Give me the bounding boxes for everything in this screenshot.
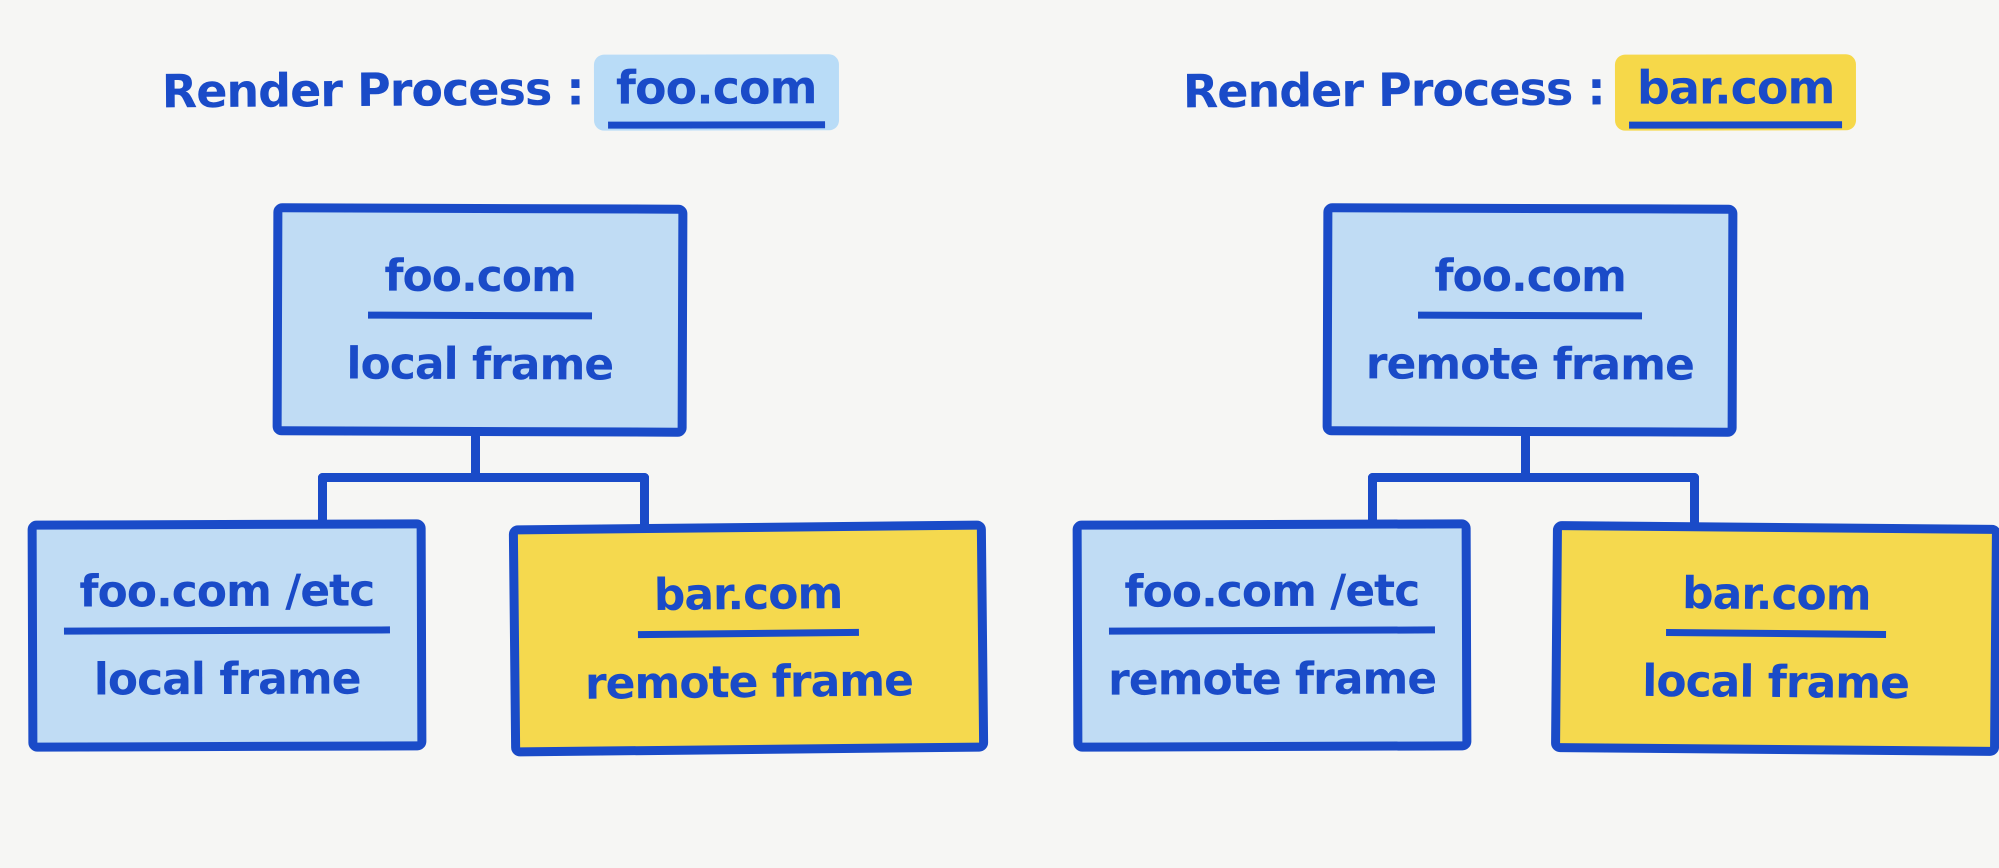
frame-type: local frame — [1642, 655, 1910, 710]
frame-node-child-remote: bar.com remote frame — [508, 520, 989, 757]
tree-connector-bar — [318, 473, 649, 482]
tree-connector-stem — [471, 432, 480, 482]
frame-type: remote frame — [1108, 653, 1437, 706]
process-title-domain: bar.com — [1628, 60, 1843, 129]
frame-domain: foo.com /etc — [1108, 565, 1436, 635]
tree-connector-drop-right — [1690, 473, 1699, 531]
frame-type: local frame — [346, 338, 614, 390]
tree-connector-stem — [1521, 432, 1530, 482]
render-process-panel-bar: Render Process : bar.com foo.com remote f… — [1040, 0, 1999, 868]
process-title: Render Process : bar.com — [1040, 53, 1999, 136]
frame-type: remote frame — [1365, 337, 1694, 391]
frame-node-child-remote: foo.com /etc remote frame — [1072, 519, 1472, 752]
frame-type: remote frame — [584, 655, 914, 710]
process-title-prefix: Render Process : — [1182, 61, 1605, 119]
frame-domain: bar.com — [1665, 568, 1887, 638]
frame-node-root: foo.com local frame — [272, 203, 688, 437]
render-process-panel-foo: Render Process : foo.com foo.com local fr… — [0, 53, 1000, 757]
frame-type: local frame — [93, 653, 361, 706]
process-title-domain-highlight: foo.com — [593, 54, 839, 131]
tree-connector-bar — [1368, 473, 1699, 482]
tree-connector-drop-right — [640, 473, 649, 531]
process-title-prefix: Render Process : — [161, 61, 584, 119]
frame-node-child-local: bar.com local frame — [1551, 521, 1999, 756]
process-title-domain: foo.com — [607, 60, 825, 129]
tree-connector-drop-left — [318, 473, 327, 525]
tree-connector-drop-left — [1368, 473, 1377, 525]
frame-domain: foo.com — [368, 250, 592, 319]
frame-node-child-local: foo.com /etc local frame — [27, 519, 427, 752]
frame-domain: foo.com — [1418, 250, 1642, 319]
frame-domain: foo.com /etc — [63, 565, 391, 635]
process-title: Render Process : foo.com — [0, 53, 1000, 136]
frame-domain: bar.com — [637, 567, 859, 639]
process-title-domain-highlight: bar.com — [1614, 54, 1857, 131]
frame-node-root: foo.com remote frame — [1322, 203, 1738, 437]
